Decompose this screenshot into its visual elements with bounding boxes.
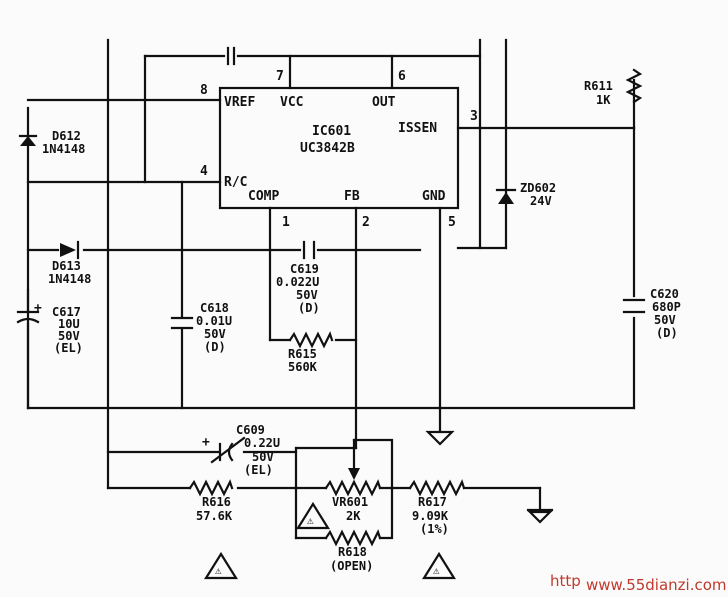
watermark-url: www.55dianzi.com (586, 576, 727, 594)
c618-voltage: 50V (204, 327, 226, 341)
ground-symbol-ic (425, 430, 455, 446)
r615-ref: R615 (288, 347, 317, 361)
ground-symbol-bottom-right (526, 508, 554, 524)
r618-resistor (324, 529, 382, 547)
r616-value: 57.6K (196, 509, 233, 523)
d613-part: 1N4148 (48, 272, 91, 286)
pin-label-isen: ISSEN (398, 121, 437, 136)
c617-value: 10U (58, 317, 80, 331)
wiring (26, 38, 636, 540)
c609-type: (EL) (244, 463, 273, 477)
pin-label-fb: FB (344, 189, 360, 204)
c617-capacitor (16, 310, 40, 410)
c609-value: 0.22U (244, 436, 280, 450)
c618-type: (D) (204, 340, 226, 354)
c620-type: (D) (656, 326, 678, 340)
c609-voltage: 50V (252, 450, 274, 464)
top-capacitor (226, 46, 236, 66)
r618-ref: R618 (338, 545, 367, 559)
vr601-value: 2K (346, 509, 361, 523)
pin-label-out: OUT (372, 95, 396, 110)
vr601-potentiometer (324, 479, 382, 497)
pin-number-1: 1 (282, 215, 290, 230)
c620-ref: C620 (650, 287, 679, 301)
vr601-wiper-arrow (348, 468, 360, 480)
r611-value: 1K (596, 93, 611, 107)
r615-value: 560K (288, 360, 318, 374)
svg-text:⚠: ⚠ (433, 564, 440, 577)
c620-capacitor (622, 298, 646, 314)
pin-label-vref: VREF (224, 95, 255, 110)
d613-diode (60, 240, 80, 260)
c609-plus: + (202, 435, 210, 450)
r617-tolerance: (1%) (420, 522, 449, 536)
ic601-designator: IC601 (312, 124, 351, 139)
svg-text:⚠: ⚠ (215, 564, 222, 577)
d612-ref: D612 (52, 129, 81, 143)
vr601-ref: VR601 (332, 495, 368, 509)
c619-type: (D) (298, 301, 320, 315)
d613-ref: D613 (52, 259, 81, 273)
pin-number-7: 7 (276, 69, 284, 84)
c619-ref: C619 (290, 262, 319, 276)
c617-type: (EL) (54, 341, 83, 355)
pin-number-5: 5 (448, 215, 456, 230)
pin-number-4: 4 (200, 164, 208, 179)
c619-capacitor (302, 240, 316, 260)
pin-number-6: 6 (398, 69, 406, 84)
warning-triangle-icon: ⚠ (296, 501, 330, 530)
warning-triangle-icon: ⚠ (204, 551, 238, 580)
c619-value: 0.022U (276, 275, 319, 289)
d612-diode (18, 134, 38, 146)
r615-resistor (288, 331, 334, 349)
pin-number-8: 8 (200, 83, 208, 98)
svg-text:⚠: ⚠ (307, 514, 314, 527)
c617-plus: + (34, 301, 42, 316)
zd602-zener (495, 188, 517, 204)
pin-number-3: 3 (470, 109, 478, 124)
c618-ref: C618 (200, 301, 229, 315)
ic601-part: UC3842B (300, 141, 355, 156)
r617-value: 9.09K (412, 509, 449, 523)
c620-value: 680P (652, 300, 681, 314)
r611-resistor (625, 68, 643, 104)
c609-ref: C609 (236, 423, 265, 437)
r611-ref: R611 (584, 79, 613, 93)
r617-ref: R617 (418, 495, 447, 509)
watermark-left: http (550, 572, 581, 590)
d612-part: 1N4148 (42, 142, 85, 156)
c618-capacitor (170, 316, 194, 330)
r618-value: (OPEN) (330, 559, 373, 573)
pin-label-vcc: VCC (280, 95, 303, 110)
c620-voltage: 50V (654, 313, 676, 327)
c619-voltage: 50V (296, 288, 318, 302)
pin-label-rc: R/C (224, 175, 247, 190)
zd602-value: 24V (530, 194, 552, 208)
r617-resistor (408, 479, 466, 497)
c618-value: 0.01U (196, 314, 232, 328)
c617-voltage: 50V (58, 329, 80, 343)
zd602-ref: ZD602 (520, 181, 556, 195)
pin-number-2: 2 (362, 215, 370, 230)
c617-ref: C617 (52, 305, 81, 319)
r616-resistor (188, 479, 234, 497)
r616-ref: R616 (202, 495, 231, 509)
ic601-body (218, 86, 460, 210)
warning-triangle-icon: ⚠ (422, 551, 456, 580)
pin-label-comp: COMP (248, 189, 279, 204)
c609-capacitor (210, 436, 246, 464)
pin-label-gnd: GND (422, 189, 446, 204)
